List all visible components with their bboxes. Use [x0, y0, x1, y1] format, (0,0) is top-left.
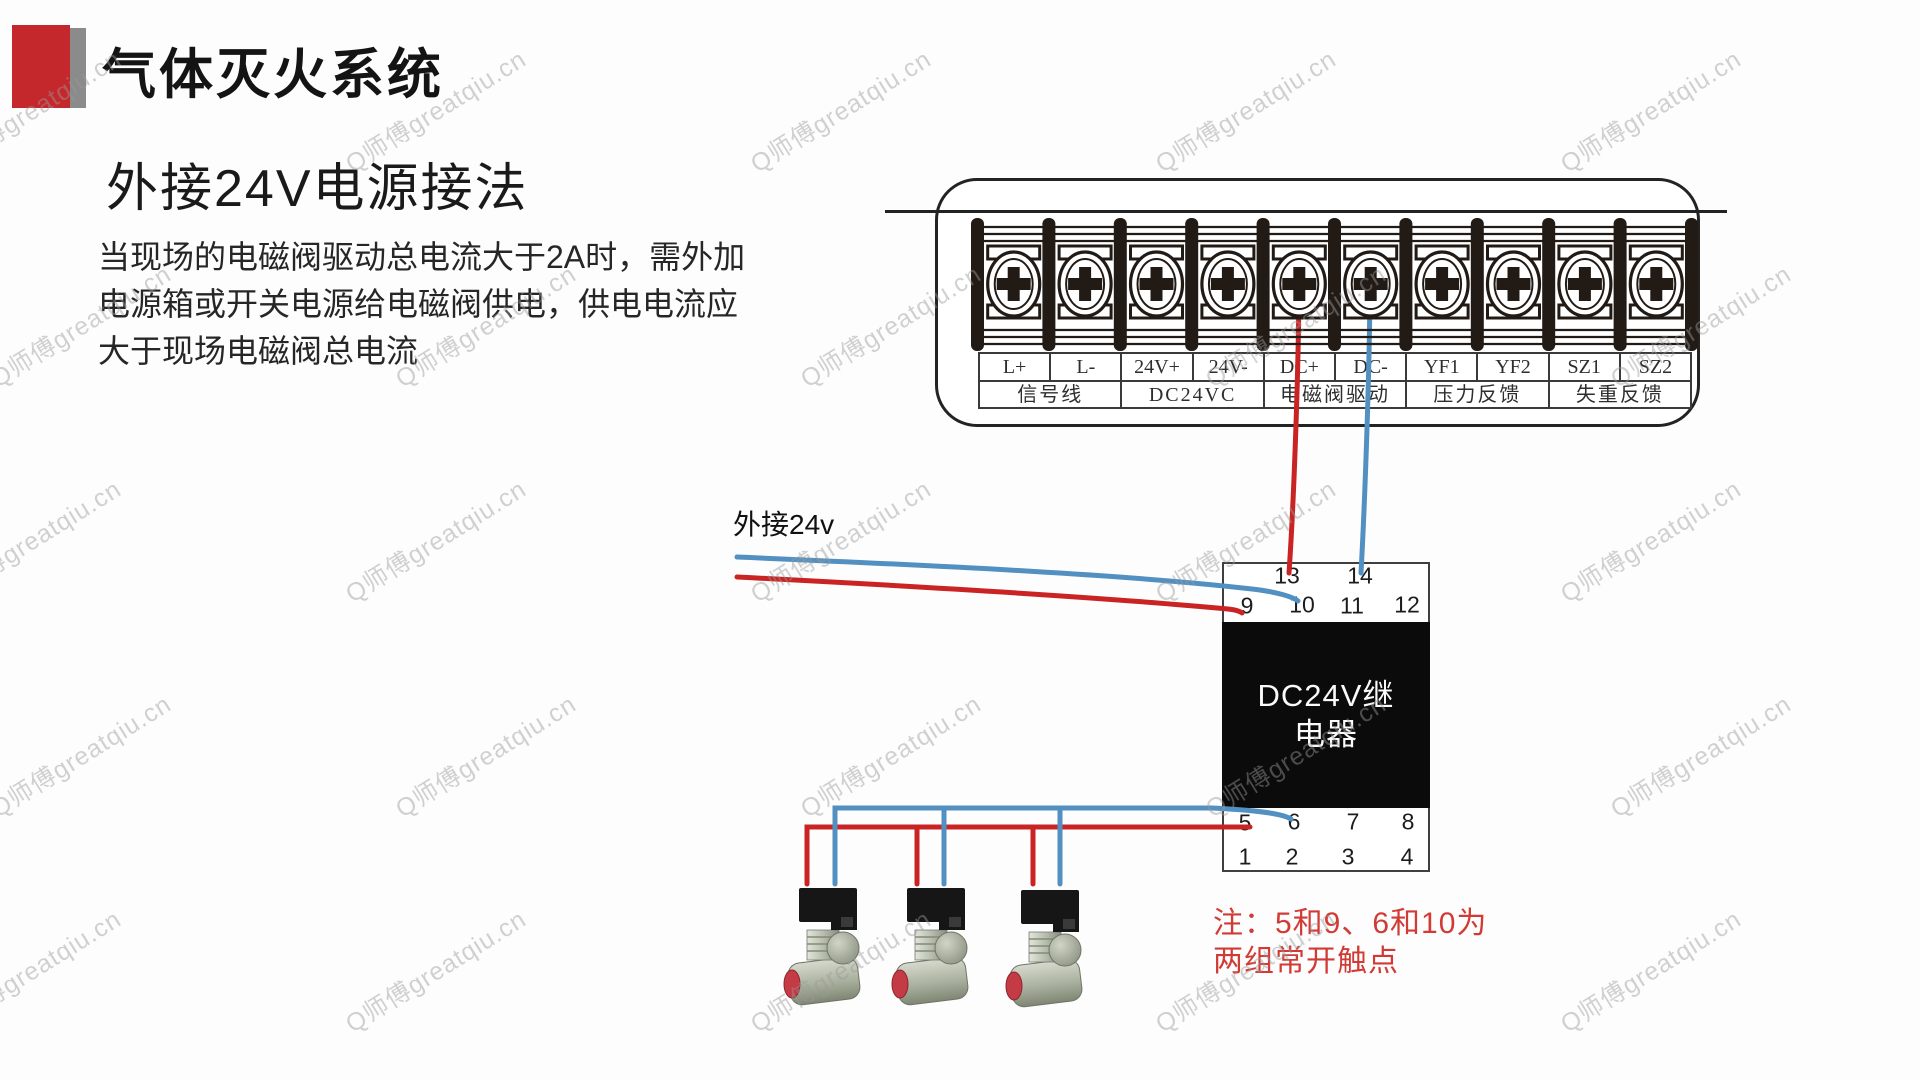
wire-ext-blue — [734, 554, 1301, 604]
relay-pin-9: 9 — [1240, 592, 1254, 619]
watermark-text: Q师傅greatqiu.cn — [0, 904, 127, 1039]
relay-pin-8: 8 — [1401, 808, 1415, 835]
relay-pin-2: 2 — [1285, 843, 1299, 870]
terminal-group-label: DC24VC — [1120, 380, 1263, 407]
note-line: 注：5和9、6和10为 — [1213, 907, 1488, 940]
terminal-label: DC- — [1334, 354, 1405, 380]
watermark-text: Q师傅greatqiu.cn — [1555, 44, 1747, 179]
terminal-label: YF2 — [1476, 354, 1547, 380]
terminal-group-label: 电磁阀驱动 — [1262, 380, 1406, 407]
watermark-text: Q师傅greatqiu.cn — [340, 474, 532, 609]
watermark-text: Q师傅greatqiu.cn — [1555, 474, 1747, 609]
description-text: 当现场的电磁阀驱动总电流大于2A时，需外加 电源箱或开关电源给电磁阀供电，供电电… — [98, 234, 818, 375]
watermark-text: Q师傅greatqiu.cn — [390, 689, 582, 824]
terminal-label: SZ2 — [1618, 354, 1690, 380]
relay-label: 电器 — [1294, 717, 1358, 752]
watermark-text: Q师傅greatqiu.cn — [1150, 44, 1342, 179]
watermark-text: Q师傅greatqiu.cn — [1605, 689, 1797, 824]
enclosure-top-line — [885, 210, 1727, 213]
relay-pin-5: 5 — [1238, 809, 1252, 836]
description-line: 大于现场电磁阀总电流 — [98, 333, 419, 369]
terminal-label: L+ — [1002, 356, 1027, 378]
watermark-text: Q师傅greatqiu.cn — [745, 904, 937, 1039]
relay-pin-1: 1 — [1238, 843, 1252, 870]
solenoid-valve-3 — [1005, 889, 1085, 1009]
terminal-label: 24V- — [1191, 354, 1263, 380]
relay-pin-4: 4 — [1400, 843, 1414, 870]
terminal-group-label: 信号线 — [980, 380, 1121, 407]
solenoid-valve-2 — [891, 887, 971, 1007]
page-title: 气体灭火系统 — [102, 45, 444, 105]
logo-gray-block — [70, 28, 86, 108]
relay-pin-11: 11 — [1340, 592, 1364, 619]
watermark-text: Q师傅greatqiu.cn — [795, 689, 987, 824]
terminal-label: SZ1 — [1547, 354, 1619, 380]
watermark-text: Q师傅greatqiu.cn — [0, 474, 127, 609]
relay-pin-13: 13 — [1274, 562, 1300, 589]
terminal-label: 24V+ — [1120, 354, 1191, 380]
relay-body: DC24V继 电器 — [1222, 622, 1430, 808]
terminal-label: DC+ — [1262, 354, 1334, 380]
terminal-group-label: 失重反馈 — [1547, 380, 1691, 407]
relay-label: DC24V继 — [1257, 678, 1395, 713]
watermark-text: Q师傅greatqiu.cn — [1555, 904, 1747, 1039]
note-line: 两组常开触点 — [1213, 945, 1399, 978]
note-text: 注：5和9、6和10为 两组常开触点 — [1213, 905, 1487, 981]
wire-ext-red — [734, 574, 1245, 616]
relay-pin-14: 14 — [1347, 562, 1373, 589]
description-line: 当现场的电磁阀驱动总电流大于2A时，需外加 — [98, 239, 746, 275]
terminal-group-label: 压力反馈 — [1405, 380, 1548, 407]
watermark-text: Q师傅greatqiu.cn — [0, 689, 177, 824]
terminal-label: L- — [1049, 354, 1120, 380]
terminal-label: YF1 — [1405, 354, 1476, 380]
solenoid-valve-1 — [783, 887, 863, 1007]
relay-pin-7: 7 — [1346, 808, 1360, 835]
watermark-text: Q师傅greatqiu.cn — [745, 44, 937, 179]
relay-pin-12: 12 — [1394, 591, 1420, 618]
description-line: 电源箱或开关电源给电磁阀供电，供电电流应 — [98, 286, 739, 322]
relay-pin-10: 10 — [1289, 591, 1315, 618]
relay-pin-6: 6 — [1287, 808, 1301, 835]
section-title: 外接24V电源接法 — [106, 160, 529, 218]
relay-pin-3: 3 — [1341, 843, 1355, 870]
logo-red-block — [12, 25, 70, 108]
watermark-text: Q师傅greatqiu.cn — [340, 904, 532, 1039]
wire-valve-red-bus — [804, 824, 1253, 887]
external-24v-label: 外接24v — [733, 509, 835, 540]
